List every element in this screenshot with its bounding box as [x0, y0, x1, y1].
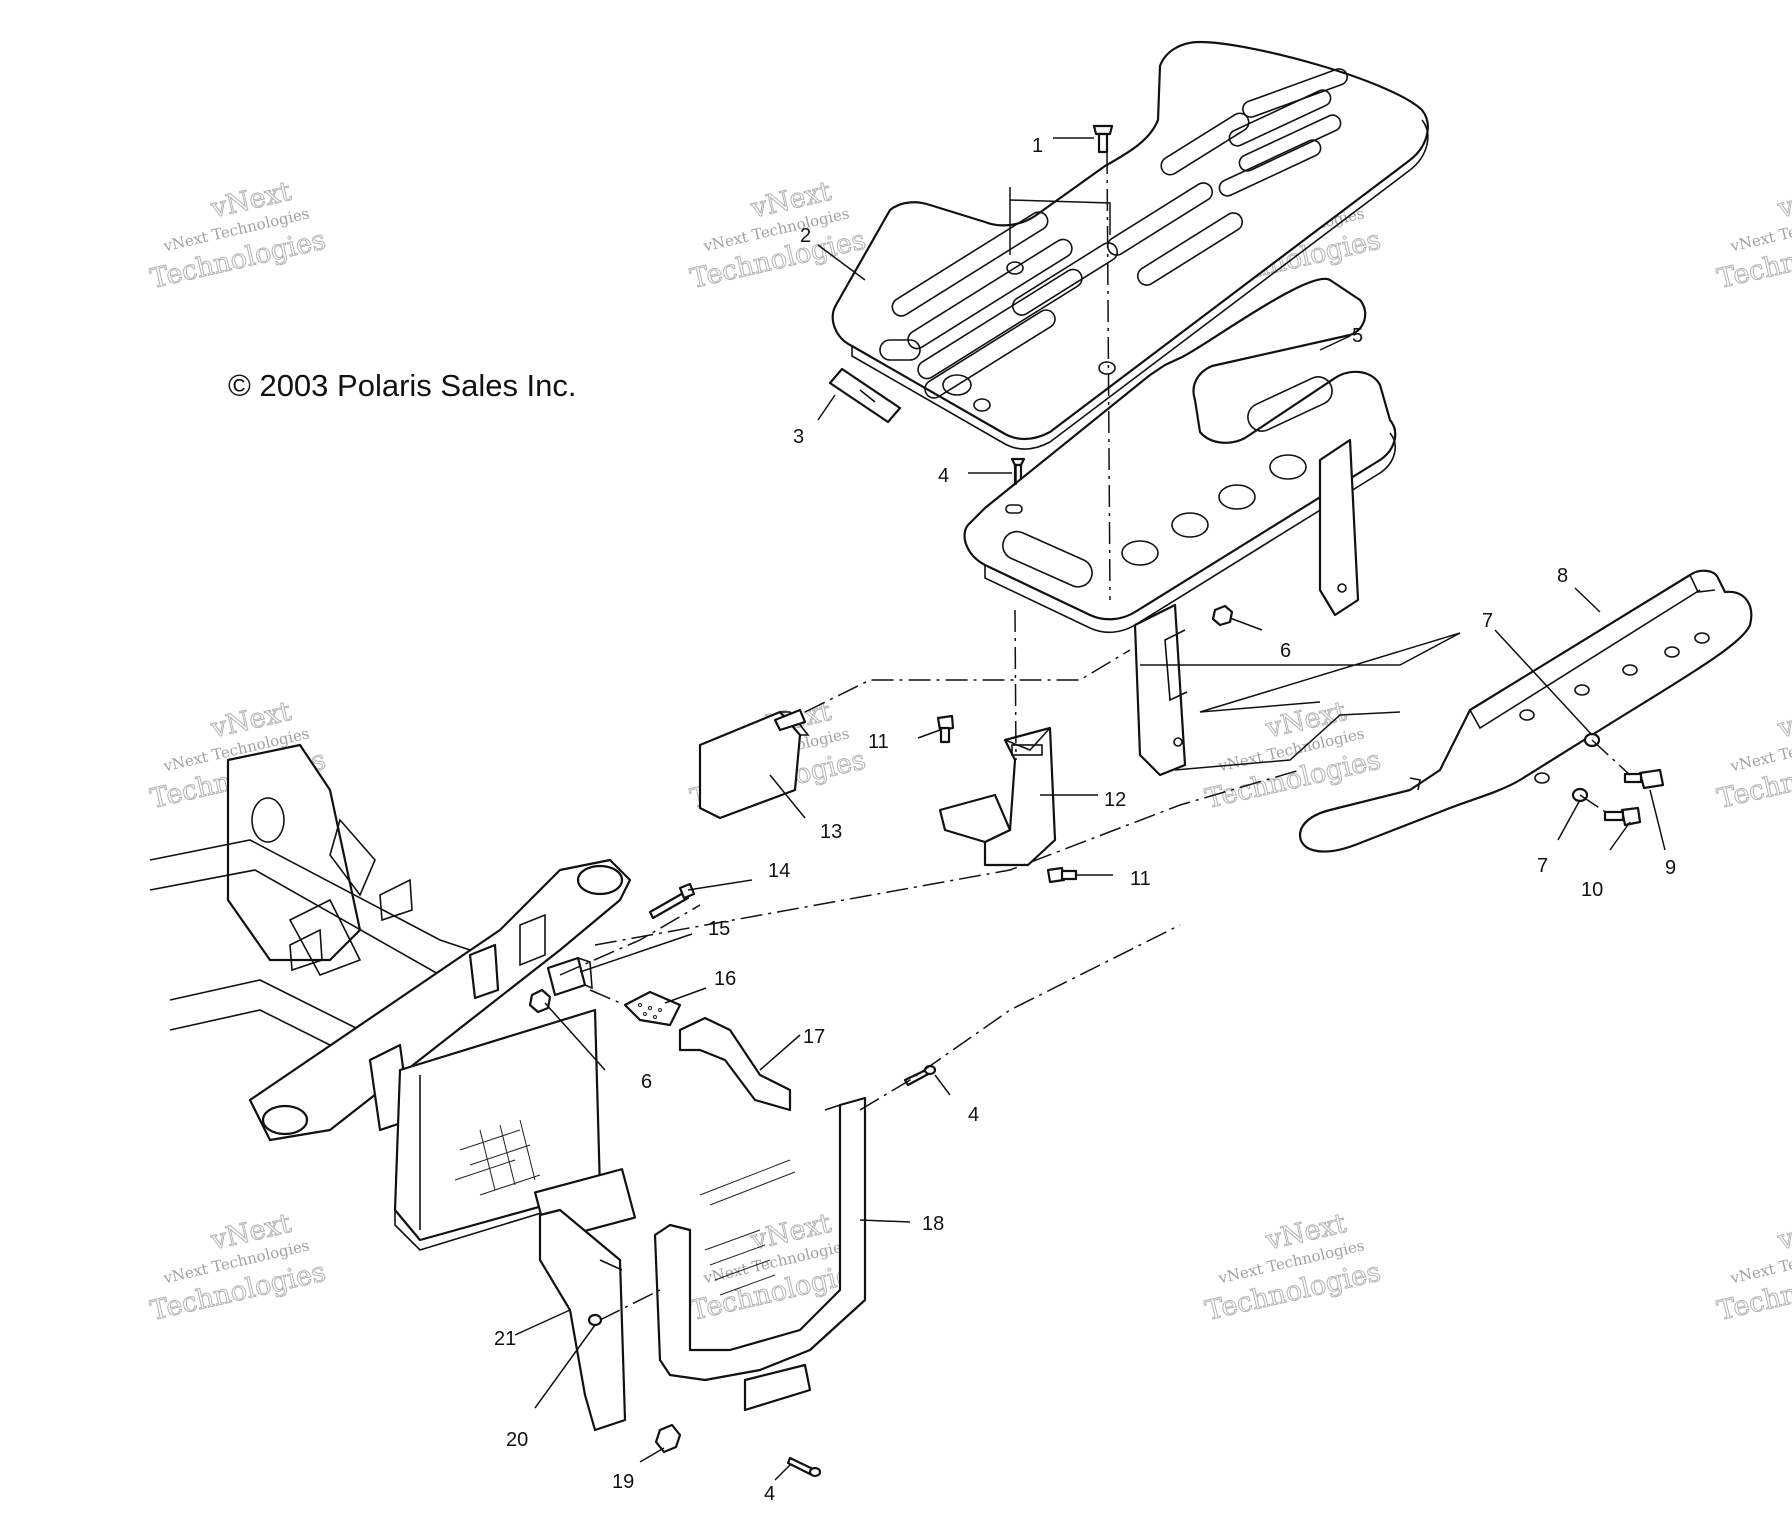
- watermark-word: vNext: [1774, 1208, 1792, 1257]
- clip-20: [587, 1313, 603, 1327]
- watermark-word: vNext: [1774, 696, 1792, 745]
- vehicle-frame: [149, 743, 637, 1251]
- callout-9: 9: [1665, 857, 1676, 879]
- pad-16: [623, 990, 682, 1027]
- callout-12: 12: [1104, 789, 1126, 811]
- callout-labels: 1 2 3 4 5 6 7 8 11 12 13 7 10 9 11 14 15…: [494, 135, 1676, 1505]
- rack-frame-part: [963, 277, 1397, 777]
- bolt-10: [1603, 806, 1642, 827]
- callout-11-upper: 11: [868, 731, 889, 753]
- callout-17: 17: [803, 1026, 825, 1048]
- nut-6-lower: [528, 988, 552, 1014]
- screw-4-bottom: [786, 1456, 822, 1478]
- bracket-12: [938, 726, 1057, 867]
- rack-top-part: [831, 40, 1429, 450]
- callout-5: 5: [1352, 325, 1363, 347]
- callout-7-upper: 7: [1482, 610, 1493, 632]
- callout-4-bottom: 4: [764, 1483, 775, 1505]
- callout-7-lower: 7: [1537, 855, 1548, 877]
- callout-18: 18: [922, 1213, 944, 1235]
- callout-4-mid: 4: [968, 1104, 979, 1126]
- side-plate-21: [538, 1208, 627, 1432]
- callout-11-lower: 11: [1130, 868, 1151, 890]
- callout-6-top: 6: [1280, 640, 1291, 662]
- screw-4-mid: [903, 1064, 937, 1087]
- callout-4-top: 4: [938, 465, 949, 487]
- callout-3: 3: [793, 426, 804, 448]
- watermark-word: vNext: [1774, 176, 1792, 225]
- callout-8: 8: [1557, 565, 1568, 587]
- bumper-loop-part: [653, 1096, 867, 1412]
- callout-19: 19: [612, 1471, 634, 1493]
- bolt-1: [1092, 124, 1114, 154]
- bolt-11-upper: [936, 714, 955, 744]
- leader-lines: [514, 137, 1666, 1481]
- callout-13: 13: [820, 821, 842, 843]
- bracket-15: [546, 956, 593, 997]
- reflector-part: [828, 367, 902, 424]
- bolt-9: [1623, 768, 1665, 790]
- bolt-11-lower: [1046, 866, 1078, 884]
- callout-15: 15: [708, 918, 730, 940]
- copyright-notice: © 2003 Polaris Sales Inc.: [228, 368, 577, 403]
- callout-16: 16: [714, 968, 736, 990]
- assembly-lines: [559, 151, 1631, 1321]
- callout-10: 10: [1581, 879, 1603, 901]
- nut-19: [654, 1423, 682, 1454]
- callout-20: 20: [506, 1429, 528, 1451]
- callout-21: 21: [494, 1328, 516, 1350]
- bracket-17: [678, 1016, 792, 1112]
- tail-light-part: [698, 708, 810, 820]
- bolt-14: [648, 882, 696, 920]
- callout-6-lower: 6: [641, 1071, 652, 1093]
- nut-6-top: [1211, 604, 1234, 627]
- callout-2: 2: [800, 225, 811, 247]
- callout-14: 14: [768, 860, 790, 882]
- callout-1: 1: [1032, 135, 1043, 157]
- rear-bumper-part: [1298, 569, 1753, 853]
